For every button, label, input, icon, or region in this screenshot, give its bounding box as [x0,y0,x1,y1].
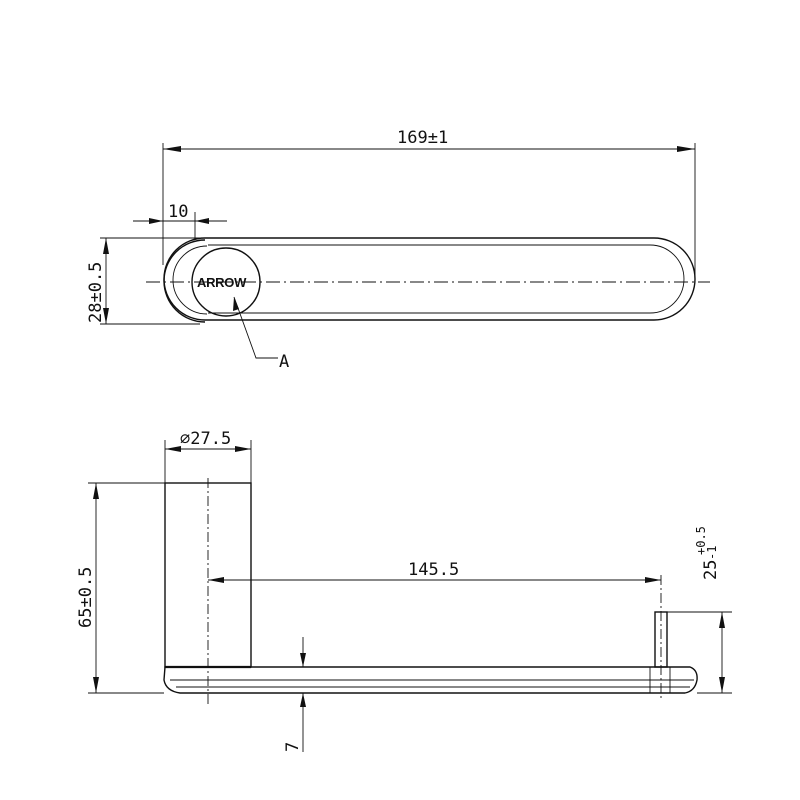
dim-plate-thickness: 7 [283,742,303,752]
arrowhead [677,146,695,152]
callout-leader [233,296,278,359]
dim-pin-tol-lower: -1 [705,546,719,560]
arrowhead [93,483,99,499]
arrowhead [103,238,109,254]
slot-inner-line [208,244,685,314]
left-end-arc [163,239,206,323]
dim-pin-height: 25 [701,560,721,580]
arrowhead [300,653,306,667]
dim-pin-tol-upper: +0.5 [694,526,708,555]
dim-center-distance: 145.5 [408,560,459,580]
arrowhead [233,297,239,311]
callout-label: A [279,352,289,372]
plate-outline [163,666,698,694]
arrowhead [645,577,661,583]
arrowhead [719,677,725,693]
left-end-inner-arc [172,245,208,315]
arrowhead [208,577,224,583]
slot-outline [163,237,696,321]
arrowhead [103,308,109,324]
top-view: ARROW 169±1 10 28±0.5 A [86,128,710,372]
arrowhead [235,446,251,452]
arrowhead [300,693,306,707]
dim-width: 28±0.5 [86,262,106,323]
arrowhead [163,146,181,152]
dim-end-offset: 10 [168,202,188,222]
dim-post-diameter: ⌀27.5 [180,429,231,449]
arrowhead [165,446,181,452]
side-view: ⌀27.5 65±0.5 145.5 7 25 +0.5 -1 [76,429,732,752]
arrowhead [149,218,163,224]
marking-text: ARROW [197,275,247,290]
arrowhead [195,218,209,224]
arrowhead [719,612,725,628]
dim-height: 65±0.5 [76,567,96,628]
dim-overall-length: 169±1 [397,128,448,148]
arrowhead [93,677,99,693]
